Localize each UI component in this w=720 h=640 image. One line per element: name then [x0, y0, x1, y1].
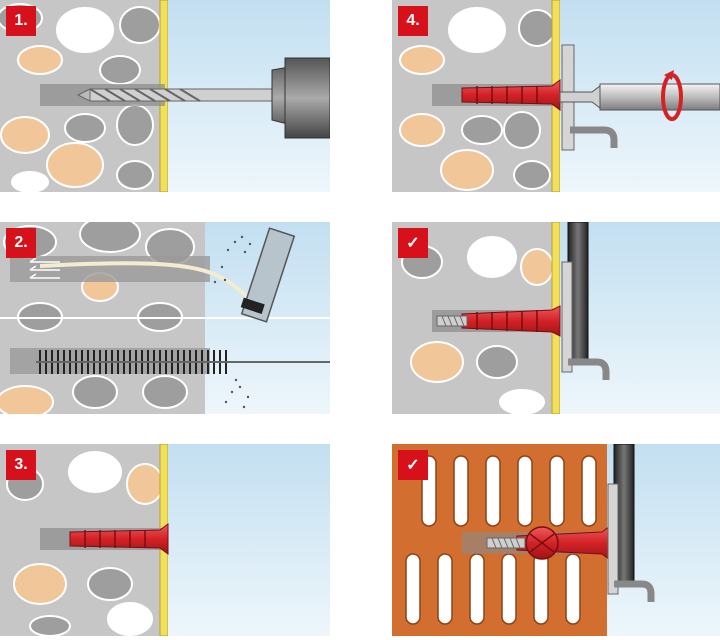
blow-out-pump	[240, 227, 296, 323]
panel-step-1: 1.	[0, 0, 330, 192]
cleaning-brush	[36, 350, 330, 374]
stones	[0, 3, 161, 192]
result-brick-illustration	[392, 444, 720, 636]
screwing-illustration	[392, 0, 720, 192]
drilling-illustration	[0, 0, 330, 192]
knotted-red-plug	[516, 525, 611, 561]
cleaning-illustration	[0, 222, 330, 414]
panel-step-2: 2.	[0, 222, 330, 414]
rotation-arrow-icon	[661, 70, 683, 121]
air-arrows	[29, 257, 60, 279]
stones	[401, 236, 554, 414]
step-badge: 4.	[398, 6, 428, 36]
mounted-board	[607, 444, 655, 602]
screw	[436, 315, 468, 327]
expanded-red-plug	[461, 305, 561, 337]
checkmark-icon: ✓	[398, 450, 428, 480]
red-wall-plug	[461, 79, 561, 111]
checkmark-icon: ✓	[398, 228, 428, 258]
panel-step-4: 4.	[392, 0, 720, 192]
step-badge: 1.	[6, 6, 36, 36]
drill-bit	[76, 88, 281, 102]
dust-cloud	[213, 235, 252, 409]
red-wall-plug	[69, 523, 169, 555]
mounted-board	[561, 222, 610, 380]
drill-chuck	[271, 57, 330, 139]
result-concrete-illustration	[392, 222, 720, 414]
panel-result-brick: ✓	[392, 444, 720, 636]
brick-holes	[405, 455, 597, 625]
insert-plug-illustration	[0, 444, 330, 636]
step-badge: 2.	[6, 228, 36, 258]
screwdriver	[559, 83, 720, 111]
panel-result-concrete: ✓	[392, 222, 720, 414]
step-badge: 3.	[6, 450, 36, 480]
panel-step-3: 3.	[0, 444, 330, 636]
stones	[399, 7, 556, 191]
air-space	[168, 444, 330, 636]
screw	[486, 537, 526, 549]
